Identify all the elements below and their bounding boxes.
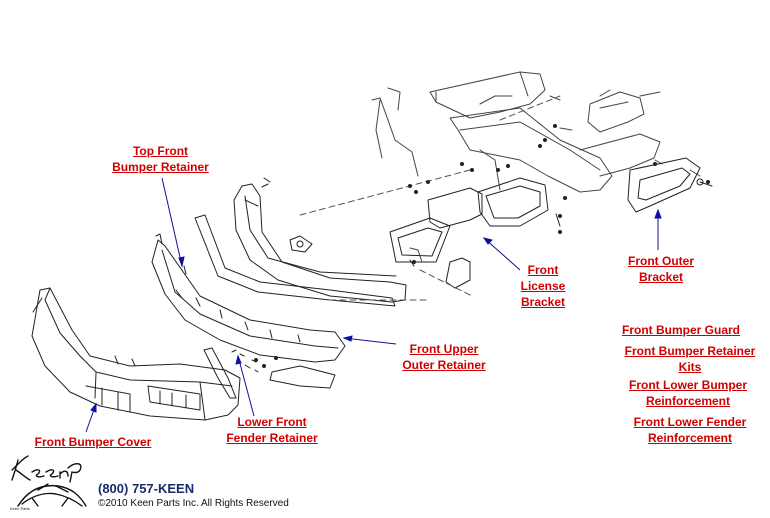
label-line: Bracket bbox=[638, 270, 684, 284]
bumper-guard-part bbox=[233, 177, 407, 303]
label-front-bumper-cover[interactable]: Front Bumper Cover bbox=[30, 434, 156, 450]
label-line: Front Bumper Guard bbox=[621, 323, 740, 337]
label-line: Front Lower Bumper bbox=[628, 378, 747, 392]
label-front-bumper-guard[interactable]: Front Bumper Guard bbox=[620, 322, 742, 338]
leader-lines bbox=[85, 177, 662, 433]
label-line: Bumper Retainer bbox=[112, 160, 209, 174]
keen-parts-logo: Keen Parts bbox=[10, 455, 87, 511]
label-line: Front Upper bbox=[409, 342, 479, 356]
label-line: Top Front bbox=[132, 144, 189, 158]
label-front-upper-outer-retainer[interactable]: Front Upper Outer Retainer bbox=[396, 341, 492, 373]
label-front-license-bracket[interactable]: Front License Bracket bbox=[508, 262, 578, 310]
outer-bracket-part bbox=[627, 157, 713, 213]
label-front-outer-bracket[interactable]: Front Outer Bracket bbox=[620, 253, 702, 285]
upper-outer-retainer-part bbox=[194, 214, 396, 307]
label-line: Front bbox=[527, 263, 559, 277]
lower-fender-retainer-part bbox=[203, 347, 257, 399]
logo-text: Keen Parts bbox=[10, 506, 30, 511]
label-front-lower-bumper-reinforcement[interactable]: Front Lower Bumper Reinforcement bbox=[622, 377, 754, 409]
label-line: Kits bbox=[678, 360, 702, 374]
label-front-lower-fender-reinforcement[interactable]: Front Lower Fender Reinforcement bbox=[626, 414, 754, 446]
label-line: Reinforcement bbox=[645, 394, 731, 408]
label-line: Front Bumper Retainer bbox=[624, 344, 756, 358]
label-lower-front-fender-retainer[interactable]: Lower Front Fender Retainer bbox=[222, 414, 322, 446]
label-line: Reinforcement bbox=[647, 431, 733, 445]
label-top-front-bumper-retainer[interactable]: Top Front Bumper Retainer bbox=[108, 143, 213, 175]
label-line: Front Bumper Cover bbox=[34, 435, 152, 449]
frame-structure-part bbox=[371, 71, 701, 263]
label-front-bumper-retainer-kits[interactable]: Front Bumper Retainer Kits bbox=[620, 343, 760, 375]
label-line: Front Lower Fender bbox=[633, 415, 747, 429]
bumper-cover-part bbox=[31, 287, 241, 421]
top-retainer-part bbox=[151, 233, 346, 363]
lower-reinforcement-part bbox=[244, 364, 336, 389]
label-line: Lower Front bbox=[237, 415, 307, 429]
phone-number[interactable]: (800) 757-KEEN bbox=[98, 481, 195, 496]
hardware-parts bbox=[254, 124, 710, 368]
license-bracket-part bbox=[389, 177, 561, 289]
label-line: Outer Retainer bbox=[402, 358, 486, 372]
label-line: License bbox=[520, 279, 566, 293]
copyright-text: ©2010 Keen Parts Inc. All Rights Reserve… bbox=[98, 498, 289, 509]
label-line: Fender Retainer bbox=[226, 431, 318, 445]
label-line: Bracket bbox=[520, 295, 566, 309]
label-line: Front Outer bbox=[628, 254, 694, 268]
